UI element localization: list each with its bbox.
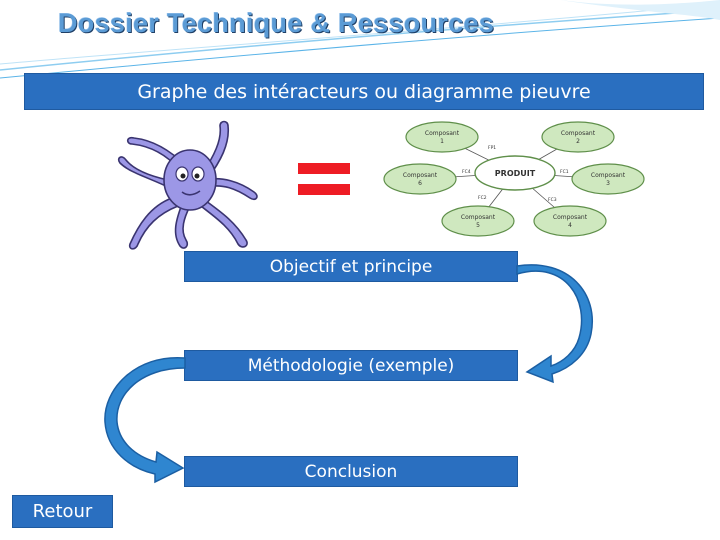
svg-text:3: 3 (606, 180, 610, 187)
svg-text:Composant: Composant (553, 214, 588, 221)
step-methodologie[interactable]: Méthodologie (exemple) (184, 350, 518, 381)
equals-sign (298, 163, 350, 196)
diagram-center-label: PRODUIT (495, 169, 536, 178)
svg-text:FC1: FC1 (560, 169, 569, 175)
retour-button[interactable]: Retour (12, 495, 113, 528)
curved-arrow-left (104, 357, 186, 484)
curved-arrow-right (516, 264, 593, 384)
svg-text:FC4: FC4 (462, 169, 471, 175)
svg-text:Composant: Composant (591, 172, 626, 179)
svg-text:1: 1 (440, 138, 444, 145)
octopus-illustration (117, 120, 258, 250)
svg-text:4: 4 (568, 222, 572, 229)
subtitle-bar: Graphe des intéracteurs ou diagramme pie… (24, 73, 704, 110)
svg-text:Composant: Composant (425, 130, 460, 137)
step-objectif-principe[interactable]: Objectif et principe (184, 251, 518, 282)
svg-text:Composant: Composant (461, 214, 496, 221)
svg-text:5: 5 (476, 222, 480, 229)
svg-text:FP1: FP1 (488, 145, 496, 151)
svg-text:2: 2 (576, 138, 580, 145)
svg-text:Composant: Composant (403, 172, 438, 179)
page-title: Dossier Technique & Ressources (58, 8, 495, 38)
step-conclusion[interactable]: Conclusion (184, 456, 518, 487)
svg-text:6: 6 (418, 180, 422, 187)
svg-text:FC3: FC3 (548, 197, 557, 203)
background-swoosh (0, 0, 720, 79)
svg-text:Composant: Composant (561, 130, 596, 137)
svg-text:FC2: FC2 (478, 195, 487, 201)
